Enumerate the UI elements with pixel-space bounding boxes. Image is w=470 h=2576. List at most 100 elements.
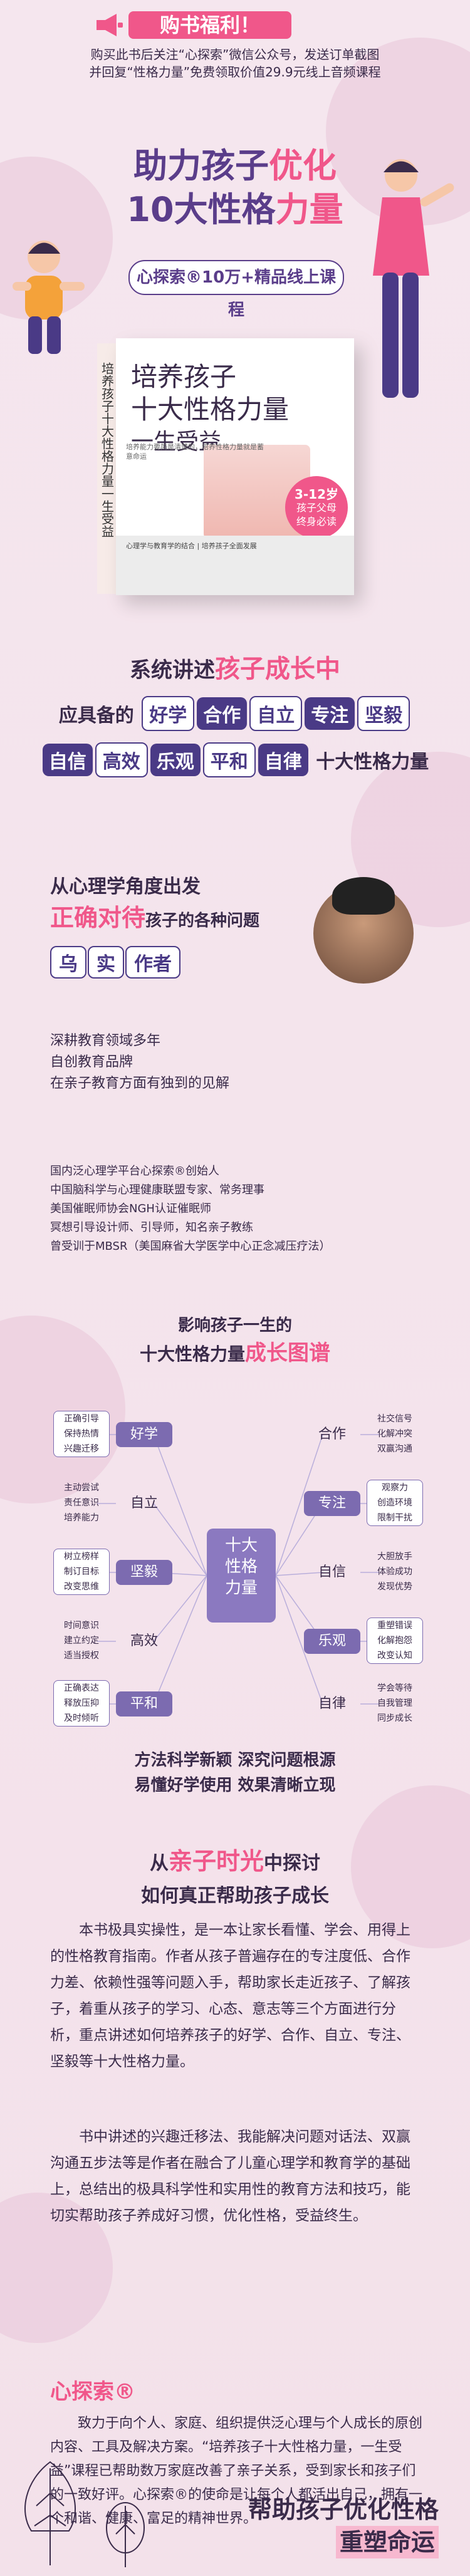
- intro-paragraph-2: 书中讲述的兴趣迁移法、我能解决问题对话法、双赢沟通五步法等是作者在融合了儿童心理…: [50, 2129, 410, 2224]
- trait-leaf: 化解抱怨: [377, 1636, 412, 1646]
- author-name-char: 作者: [125, 946, 180, 979]
- section-text: 系统讲述: [130, 658, 215, 683]
- section-highlight: 孩子成长中: [215, 655, 340, 683]
- book-bottom-text: 心理学与教育学的结合 | 培养孩子全面发展: [126, 542, 257, 550]
- author-heading: 从心理学角度出发: [50, 876, 201, 898]
- megaphone-icon: [97, 14, 123, 36]
- map-center-node: 十大 性格 力量: [207, 1529, 276, 1623]
- trait-tag: 高效: [95, 742, 148, 777]
- promo-line: 并回复“性格力量”免费领取价值29.9元线上音频课程: [89, 65, 381, 80]
- method-slogan-line: 方法科学新颖 深究问题根源: [134, 1751, 336, 1770]
- child-illustration: [13, 241, 85, 354]
- center-text: 性格: [224, 1557, 258, 1576]
- trait-leaf-box: 时间意识建立约定适当授权: [53, 1618, 110, 1664]
- trait-leaf-box: 社交信号化解冲突双赢沟通: [367, 1411, 423, 1457]
- trait-leaf-box: 观察力创造环境限制干扰: [367, 1480, 423, 1526]
- trait-node-zixin: 自信: [318, 1564, 346, 1580]
- section-text: 应具备的: [58, 705, 134, 727]
- trait-node-jianyi: 坚毅: [116, 1560, 172, 1585]
- trait-leaf-box: 学会等待自我管理同步成长: [367, 1680, 423, 1727]
- credential-item: 曾受训于MBSR（美国麻省大学医学中心正念减压疗法）: [50, 1240, 331, 1253]
- trait-tag: 好学: [142, 696, 195, 731]
- intro-text: 中探讨: [264, 1852, 320, 1874]
- age-badge: 3-12岁 孩子父母 终身必读: [285, 476, 348, 539]
- trait-leaf: 责任意识: [64, 1498, 99, 1508]
- hero-text-highlight: 优化: [269, 146, 337, 185]
- trait-leaf: 正确引导: [64, 1414, 99, 1424]
- trait-leaf-box: 重塑错误化解抱怨改变认知: [367, 1618, 423, 1664]
- trait-leaf: 及时倾听: [64, 1713, 99, 1723]
- author-desc-line: 在亲子教育方面有独到的见解: [50, 1076, 230, 1091]
- method-slogan: 方法科学新颖 深究问题根源 易懂好学使用 效果清晰立现: [0, 1748, 470, 1798]
- trait-leaf: 观察力: [382, 1483, 408, 1493]
- brand-name: 心探索®: [50, 2379, 135, 2404]
- intro-text: 从: [149, 1852, 169, 1874]
- book-title: 培养孩子 十大性格力量 一生受益: [131, 361, 289, 459]
- hero-text-highlight: 力量: [275, 190, 343, 229]
- trait-leaf: 限制干扰: [377, 1513, 412, 1523]
- book-title-line: 十大性格力量: [131, 394, 290, 425]
- map-title-text: 十大性格力量: [139, 1344, 245, 1364]
- trait-leaf: 改变思维: [64, 1582, 99, 1592]
- author-highlight: 正确对待: [50, 904, 146, 932]
- trait-leaf: 发现优势: [377, 1582, 412, 1592]
- map-title-line: 影响孩子一生的: [177, 1316, 292, 1335]
- map-title-highlight: 成长图谱: [245, 1341, 330, 1366]
- trait-tag: 自立: [249, 696, 303, 731]
- credential-item: 中国脑科学与心理健康联盟专家、常务理事: [50, 1183, 264, 1197]
- trait-leaf: 改变认知: [377, 1651, 412, 1661]
- author-subheading-text: 孩子的各种问题: [145, 911, 260, 930]
- course-badge: 心探索®10万+精品线上课程: [128, 260, 344, 319]
- trait-leaf: 体验成功: [377, 1567, 412, 1577]
- method-slogan-line: 易懂好学使用 效果清晰立现: [134, 1776, 336, 1795]
- ten-traits-section: 系统讲述孩子成长中 应具备的 好学合作自立专注坚毅 自信高效乐观平和自律 十大性…: [0, 648, 470, 777]
- footer-slogan-line: 重塑命运: [335, 2526, 439, 2558]
- trait-node-hezuo: 合作: [318, 1426, 346, 1442]
- intro-highlight: 亲子时光: [168, 1847, 264, 1875]
- author-desc-line: 自创教育品牌: [50, 1054, 133, 1070]
- traits-row-1: 应具备的 好学合作自立专注坚毅: [0, 696, 470, 731]
- trait-tag: 合作: [197, 697, 248, 730]
- age-badge-text: 终身必读: [296, 516, 337, 527]
- trait-leaf: 兴趣迁移: [64, 1444, 99, 1454]
- growth-map-title: 影响孩子一生的 十大性格力量成长图谱: [0, 1312, 470, 1366]
- trait-tag: 自律: [258, 744, 308, 776]
- trait-node-zili: 自立: [130, 1495, 158, 1511]
- trait-node-haoxue: 好学: [116, 1422, 172, 1447]
- trait-leaf-box: 树立榜样制订目标改变思维: [53, 1549, 110, 1595]
- traits-row-2: 自信高效乐观平和自律 十大性格力量: [0, 742, 470, 777]
- trait-node-pinghe: 平和: [116, 1691, 172, 1716]
- intro-subheading: 如何真正帮助孩子成长: [141, 1885, 329, 1907]
- credential-item: 美国催眠师协会NGH认证催眠师: [50, 1202, 211, 1215]
- trait-leaf: 社交信号: [377, 1414, 412, 1424]
- author-section: 从心理学角度出发 正确对待孩子的各种问题 乌实作者: [0, 871, 470, 1078]
- promo-description: 购买此书后关注“心探索”微信公众号，发送订单截图 并回复“性格力量”免费领取价值…: [60, 46, 410, 81]
- intro-paragraph-1: 本书极具实操性，是一本让家长看懂、学会、用得上的性格教育指南。作者从孩子普遍存在…: [50, 1922, 410, 2070]
- book-spine-title: 培养孩子十大性格力量一生受益: [99, 362, 115, 538]
- trait-leaf: 大胆放手: [377, 1552, 412, 1562]
- trait-leaf: 制订目标: [64, 1567, 99, 1577]
- brand-description: 致力于向个人、家庭、组织提供泛心理与个人成长的原创内容、工具及解决方案。“培养孩…: [50, 2416, 423, 2527]
- book-tagline: 培养能力要简是清楚的，培养性格力量就是蓄意命运: [126, 443, 264, 460]
- author-name-char: 乌: [50, 946, 86, 979]
- promo-banner: 购书福利！ 购买此书后关注“心探索”微信公众号，发送订单截图 并回复“性格力量”…: [60, 11, 410, 80]
- author-credentials: 国内泛心理学平台心探索®创始人 中国脑科学与心理健康联盟专家、常务理事 美国催眠…: [50, 1162, 439, 1256]
- center-text: 力量: [224, 1579, 258, 1597]
- trait-leaf: 学会等待: [377, 1683, 412, 1693]
- trait-tag: 乐观: [150, 744, 201, 776]
- trait-leaf-box: 大胆放手体验成功发现优势: [367, 1549, 423, 1595]
- trait-leaf: 化解冲突: [377, 1429, 412, 1439]
- trait-leaf: 重塑错误: [377, 1621, 412, 1631]
- author-subheading: 正确对待孩子的各种问题: [50, 898, 259, 933]
- author-desc-line: 深耕教育领域多年: [50, 1033, 161, 1049]
- trait-tag: 平和: [202, 742, 256, 777]
- promo-title: 购书福利！: [128, 11, 291, 39]
- trait-node-leguan: 乐观: [304, 1629, 360, 1654]
- trait-node-gaoxiao: 高效: [130, 1633, 158, 1649]
- trait-leaf: 时间意识: [64, 1621, 99, 1631]
- trait-leaf: 培养能力: [64, 1513, 99, 1523]
- book-spine: 培养孩子十大性格力量一生受益: [97, 343, 117, 594]
- trait-leaf: 自我管理: [377, 1698, 412, 1708]
- trait-leaf: 创造环境: [377, 1498, 412, 1508]
